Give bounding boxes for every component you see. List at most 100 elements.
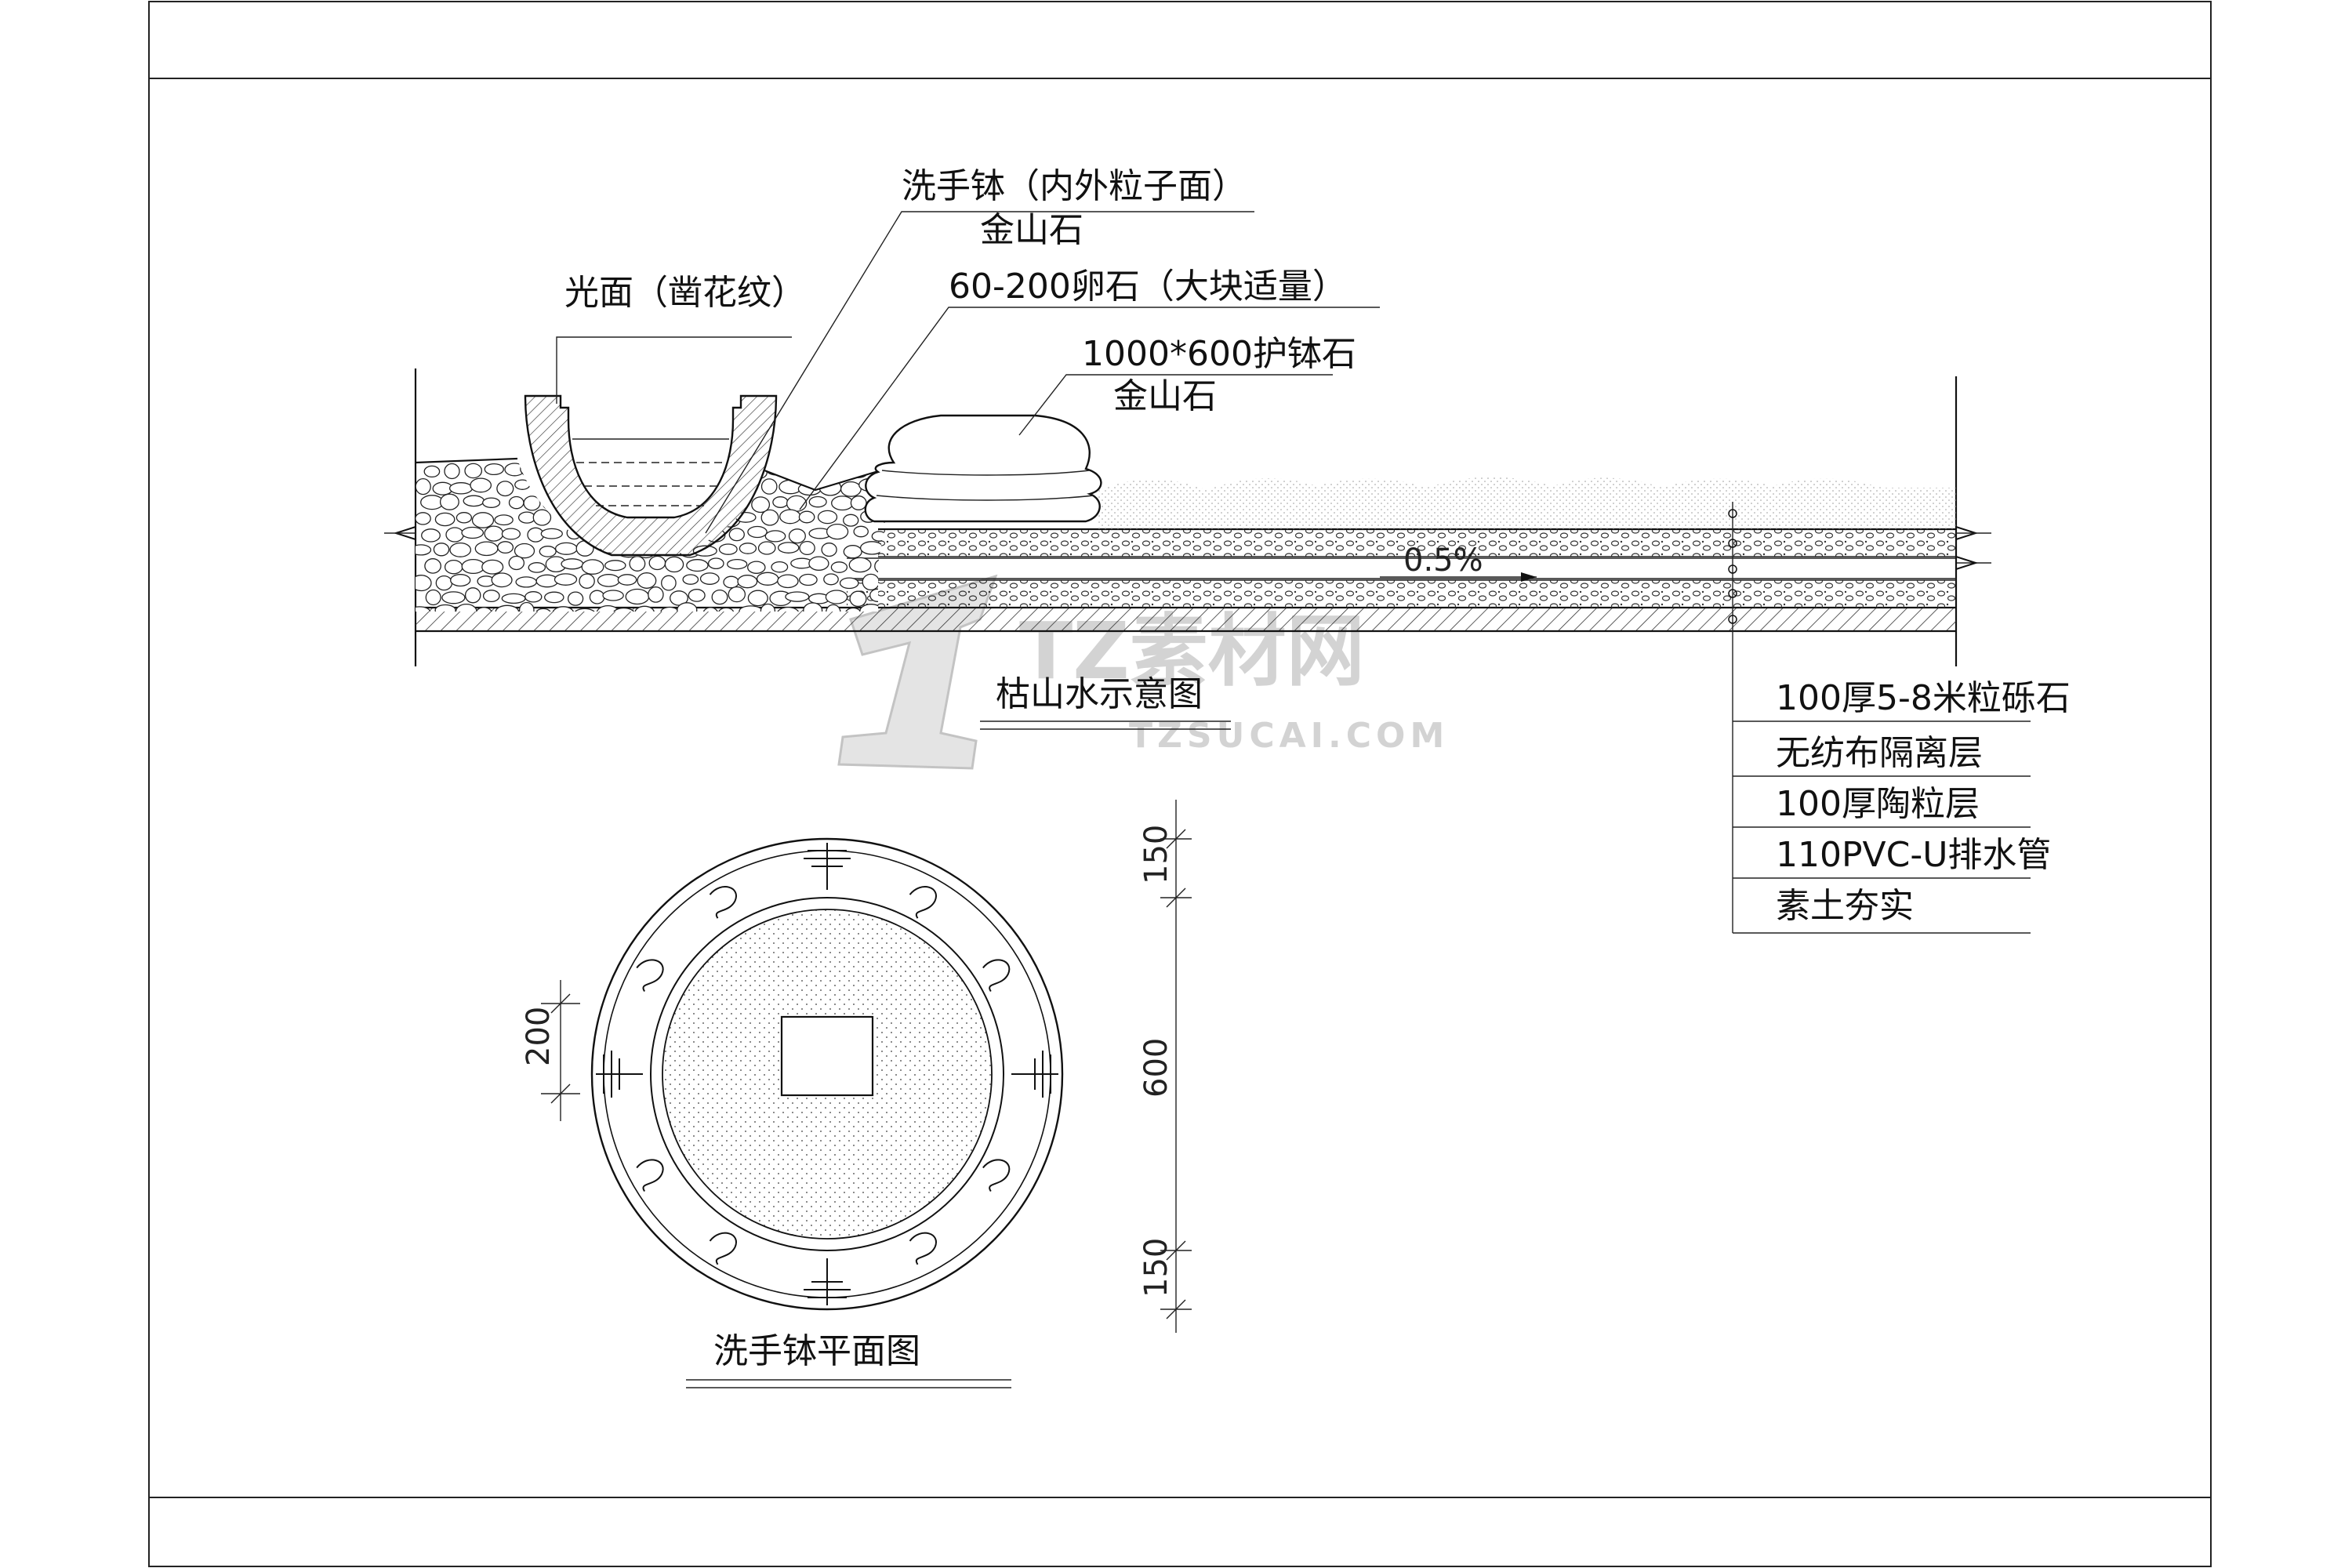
layer-label-4: 110PVC-U排水管	[1776, 835, 2051, 875]
pebble	[788, 528, 806, 544]
pebble	[686, 559, 709, 572]
pebble	[677, 602, 698, 612]
layer-label-1: 100厚5-8米粒砾石	[1776, 678, 2071, 718]
pebble	[757, 541, 776, 555]
pebble	[416, 544, 432, 556]
pebble	[496, 481, 514, 497]
pebble	[831, 495, 854, 511]
pebble	[839, 577, 859, 590]
pebble	[535, 608, 552, 612]
pebble	[581, 559, 604, 575]
pebble	[799, 540, 815, 556]
pebble	[495, 604, 520, 612]
sand-surface	[1098, 477, 1956, 529]
pebble	[771, 561, 789, 573]
pebble	[764, 530, 786, 543]
layer-label-5: 素土夯实	[1776, 886, 1914, 926]
dim-rim-top: 150	[1138, 825, 1174, 884]
pebble	[848, 557, 872, 573]
pebble	[461, 526, 485, 539]
callout-guard-stone-line2: 金山石	[1113, 376, 1217, 416]
pebble	[501, 593, 526, 604]
pebble	[666, 463, 689, 478]
pebble	[657, 480, 677, 496]
pebble	[760, 478, 778, 495]
pebble	[539, 546, 557, 557]
pebble	[823, 573, 839, 586]
pebble	[756, 572, 779, 586]
sheet-inner-border	[148, 78, 2212, 1498]
pebble	[680, 481, 698, 494]
pebble	[494, 514, 514, 526]
pebble	[830, 561, 848, 573]
pebble	[573, 608, 596, 612]
pebble	[515, 576, 537, 588]
pebble	[561, 558, 584, 570]
pebble	[825, 590, 848, 604]
pebble	[464, 463, 483, 479]
pebble	[840, 481, 862, 497]
pebble	[424, 558, 441, 574]
pebble	[859, 541, 884, 555]
pebble	[491, 572, 513, 588]
section-title: 枯山水示意图	[996, 674, 1203, 714]
pebble	[707, 557, 724, 570]
pebble	[728, 586, 746, 603]
pebble	[501, 528, 521, 540]
pebble	[826, 523, 849, 540]
pebble	[552, 606, 575, 612]
pebble	[455, 603, 477, 612]
pebble	[626, 462, 643, 479]
basin-section	[524, 394, 778, 557]
pebble	[470, 477, 492, 493]
pebble	[617, 574, 637, 586]
pebble	[508, 555, 525, 571]
layer-label-3: 100厚陶粒层	[1776, 784, 1980, 824]
rim-ornament-scrolls	[636, 886, 1011, 1265]
pebble	[554, 573, 578, 586]
pebble	[567, 591, 584, 606]
pebble	[444, 559, 463, 575]
pebble	[482, 590, 500, 603]
pebble	[660, 606, 679, 612]
pebble	[760, 509, 779, 526]
pebble	[648, 555, 666, 571]
rim-scroll	[709, 1232, 737, 1265]
pebble	[421, 528, 441, 543]
pebble	[634, 605, 655, 612]
pebble	[772, 496, 789, 508]
pebble	[874, 558, 891, 574]
rim-scroll	[636, 959, 664, 993]
rim-scroll	[982, 959, 1011, 993]
pebble	[449, 542, 472, 557]
rim-scroll	[909, 1232, 937, 1265]
pebble	[416, 575, 432, 592]
pebble	[751, 496, 771, 514]
pebble	[599, 480, 616, 491]
pebble	[808, 556, 829, 571]
pebble	[423, 465, 441, 478]
rim-scroll	[982, 1159, 1011, 1192]
basin-square-hole	[780, 1015, 874, 1097]
pebble	[435, 575, 453, 591]
pebble	[439, 493, 459, 510]
pebble	[602, 590, 624, 601]
pebble	[474, 541, 499, 557]
pebble	[524, 591, 543, 603]
pebble	[664, 556, 684, 573]
pebble	[826, 604, 841, 612]
pebble	[497, 541, 514, 554]
pebble	[617, 479, 637, 491]
callout-guard-stone-line1: 1000*600护钵石	[1082, 334, 1356, 374]
rim-ornament-ticks	[596, 843, 1058, 1305]
pebble	[739, 543, 757, 554]
pebble	[625, 588, 650, 605]
pebble	[765, 464, 789, 476]
pebble	[583, 467, 603, 480]
pebble	[482, 497, 501, 508]
pebble	[777, 574, 799, 589]
pebble	[776, 606, 800, 612]
pebble	[504, 463, 525, 477]
section-view: 0.5% 洗手钵（内外粒子面） 金山石 光面（凿花纹） 60-200卵石（大块适…	[384, 166, 2071, 934]
pebble	[514, 479, 531, 490]
